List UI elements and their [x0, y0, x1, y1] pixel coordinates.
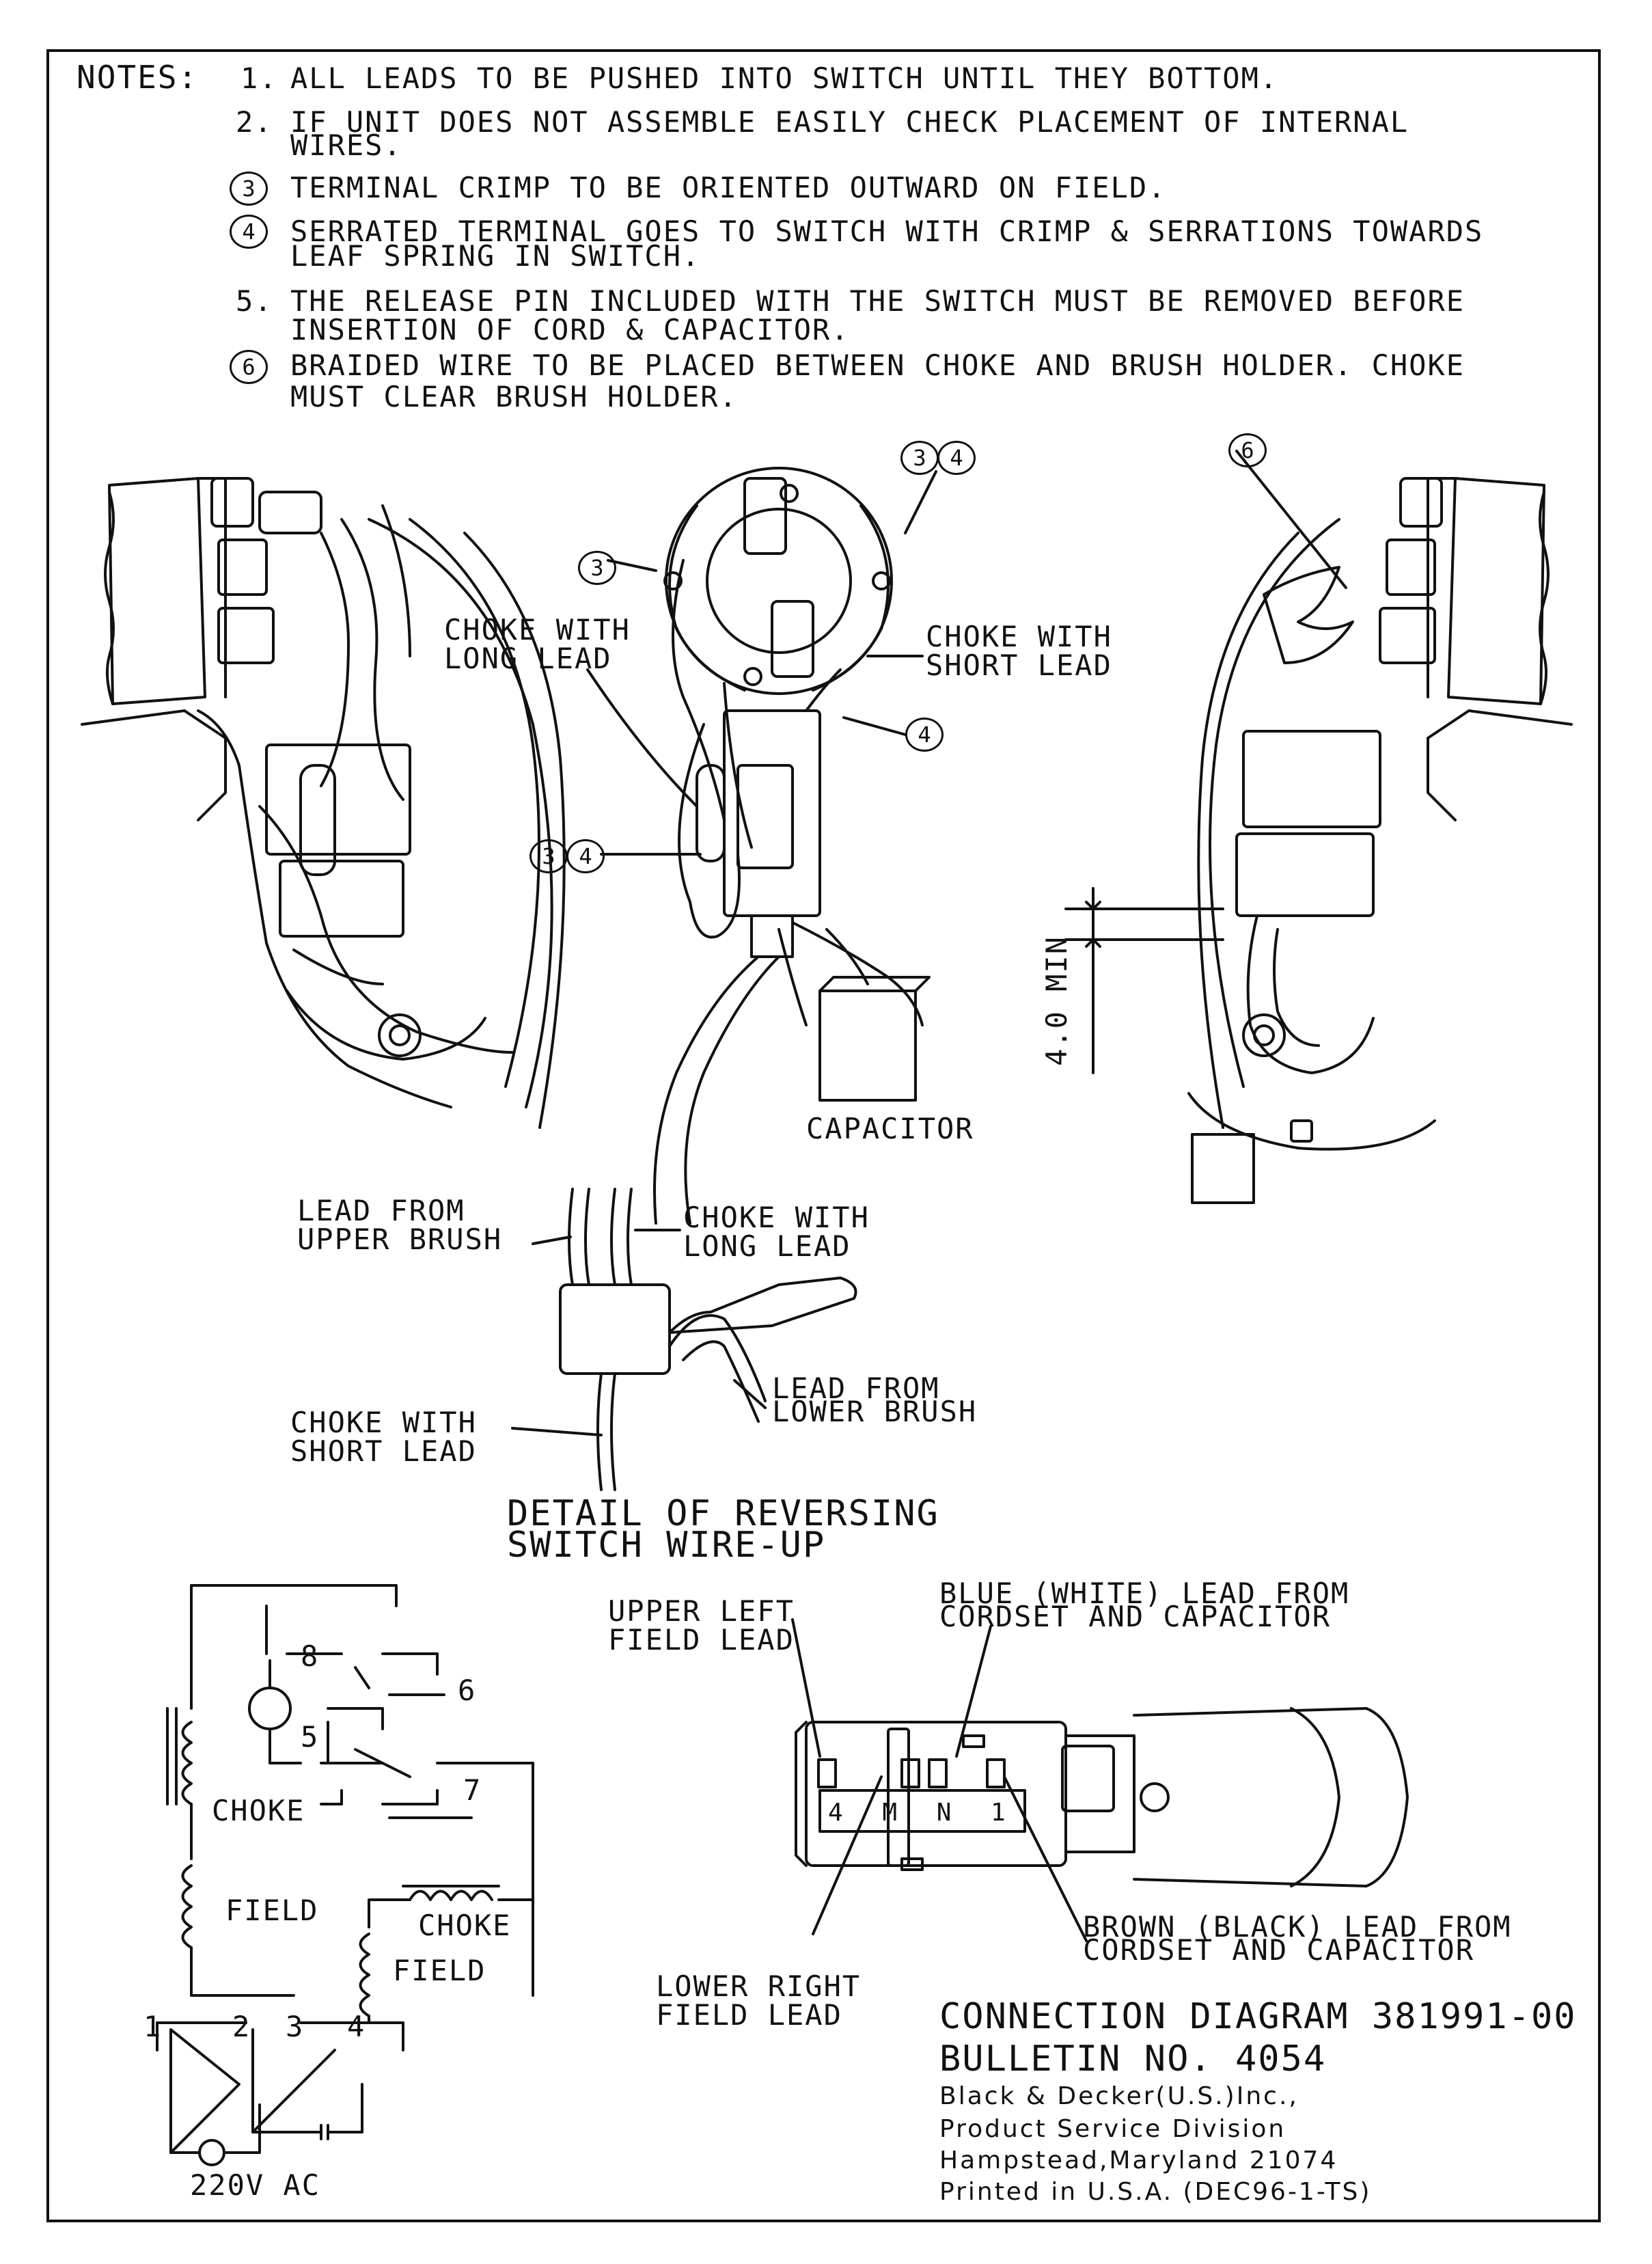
- center-switch-view: [653, 467, 931, 1225]
- callout-3-top: 3: [900, 441, 939, 475]
- terminal-6-label: 6: [458, 1674, 477, 1707]
- detail-title-2: SWITCH WIRE-UP: [507, 1525, 826, 1566]
- detail-choke-long-label-2: LONG LEAD: [683, 1229, 851, 1263]
- detail-title: DETAIL OF REVERSING: [507, 1493, 939, 1534]
- wiring-schematic: [156, 1584, 534, 2166]
- callout-3-lower: 3: [529, 839, 568, 873]
- note-2-text-cont: WIRES.: [290, 128, 402, 162]
- lead-lower-brush-label: LEAD FROM: [772, 1372, 940, 1405]
- choke-long-lead-label-2: LONG LEAD: [444, 642, 612, 675]
- note-2-number: 2.: [236, 105, 273, 139]
- switch-terminal-numbers: 4 M N 1: [828, 1799, 1018, 1827]
- choke-long-lead-label: CHOKE WITH: [444, 613, 631, 646]
- detail-choke-short-label-2: SHORT LEAD: [290, 1434, 477, 1468]
- choke-short-lead-label: CHOKE WITH: [926, 620, 1112, 653]
- note-6-text-cont: MUST CLEAR BRUSH HOLDER.: [290, 380, 738, 413]
- note-1-number: 1.: [240, 62, 278, 95]
- lower-right-field-lead-label-2: FIELD LEAD: [656, 1998, 842, 2032]
- callout-4-top: 4: [937, 441, 976, 475]
- terminal-2-label: 2: [232, 2010, 251, 2043]
- lead-upper-brush-label: LEAD FROM: [297, 1194, 465, 1227]
- brown-lead-label: BROWN (BLACK) LEAD FROM: [1083, 1910, 1512, 1944]
- note-1-text: ALL LEADS TO BE PUSHED INTO SWITCH UNTIL…: [290, 62, 1279, 95]
- capacitor-label: CAPACITOR: [806, 1112, 974, 1145]
- schematic-field-left-label: FIELD: [225, 1894, 319, 1927]
- connection-diagram-number: CONNECTION DIAGRAM 381991-00: [939, 1996, 1577, 2037]
- detail-choke-long-label: CHOKE WITH: [683, 1201, 870, 1234]
- note-5-text-cont: INSERTION OF CORD & CAPACITOR.: [290, 313, 850, 346]
- terminal-7-label: 7: [463, 1773, 482, 1807]
- note-4-text: SERRATED TERMINAL GOES TO SWITCH WITH CR…: [290, 215, 1484, 248]
- note-5-number: 5.: [236, 284, 273, 318]
- division-name: Product Service Division: [939, 2115, 1286, 2143]
- schematic-field-right-label: FIELD: [393, 1954, 486, 1987]
- callout-4-lower: 4: [566, 839, 605, 873]
- right-housing-view: [1187, 477, 1573, 1204]
- note-5-text: THE RELEASE PIN INCLUDED WITH THE SWITCH…: [290, 284, 1465, 318]
- left-housing-view: [81, 477, 566, 1129]
- upper-left-field-lead-label: UPPER LEFT: [608, 1594, 795, 1628]
- lead-lower-brush-label-2: LOWER BRUSH: [772, 1395, 978, 1428]
- lead-upper-brush-label-2: UPPER BRUSH: [297, 1223, 503, 1256]
- schematic-choke-left-label: CHOKE: [212, 1794, 305, 1827]
- schematic-choke-right-label: CHOKE: [418, 1909, 512, 1942]
- callout-3-center-left: 3: [578, 551, 616, 585]
- supply-voltage-label: 220V AC: [190, 2168, 321, 2202]
- note-3-callout: 3: [230, 172, 268, 206]
- company-address: Hampstead,Maryland 21074: [939, 2146, 1338, 2174]
- note-6-text: BRAIDED WIRE TO BE PLACED BETWEEN CHOKE …: [290, 349, 1465, 382]
- choke-short-lead-label-2: SHORT LEAD: [926, 649, 1112, 682]
- note-4-text-cont: LEAF SPRING IN SWITCH.: [290, 239, 701, 273]
- bulletin-number: BULLETIN NO. 4054: [939, 2038, 1327, 2079]
- blue-lead-label-2: CORDSET AND CAPACITOR: [939, 1600, 1332, 1633]
- callout-6-right: 6: [1228, 433, 1267, 467]
- company-name: Black & Decker(U.S.)Inc.,: [939, 2082, 1299, 2110]
- drawing-border: [46, 49, 1601, 2222]
- reversing-switch-detail: [511, 1188, 857, 1491]
- terminal-4-label: 4: [347, 2010, 366, 2043]
- note-3-text: TERMINAL CRIMP TO BE ORIENTED OUTWARD ON…: [290, 171, 1167, 204]
- note-6-callout: 6: [230, 350, 268, 384]
- lower-right-field-lead-label: LOWER RIGHT: [656, 1969, 862, 2003]
- min-dimension-label: 4.0 MIN: [1040, 935, 1073, 1066]
- notes-header: NOTES:: [77, 59, 199, 96]
- detail-choke-short-label: CHOKE WITH: [290, 1406, 477, 1439]
- note-2-text: IF UNIT DOES NOT ASSEMBLE EASILY CHECK P…: [290, 105, 1409, 139]
- terminal-5-label: 5: [301, 1720, 320, 1754]
- note-4-callout: 4: [230, 215, 268, 249]
- brown-lead-label-2: CORDSET AND CAPACITOR: [1083, 1933, 1475, 1967]
- printed-info: Printed in U.S.A. (DEC96-1-TS): [939, 2178, 1372, 2206]
- blue-lead-label: BLUE (WHITE) LEAD FROM: [939, 1577, 1350, 1610]
- terminal-1-label: 1: [143, 2010, 163, 2043]
- callout-4-right: 4: [905, 718, 944, 752]
- upper-left-field-lead-label-2: FIELD LEAD: [608, 1623, 795, 1656]
- terminal-8-label: 8: [301, 1639, 320, 1673]
- terminal-3-label: 3: [286, 2010, 305, 2043]
- switch-top-view: [791, 1618, 1409, 1942]
